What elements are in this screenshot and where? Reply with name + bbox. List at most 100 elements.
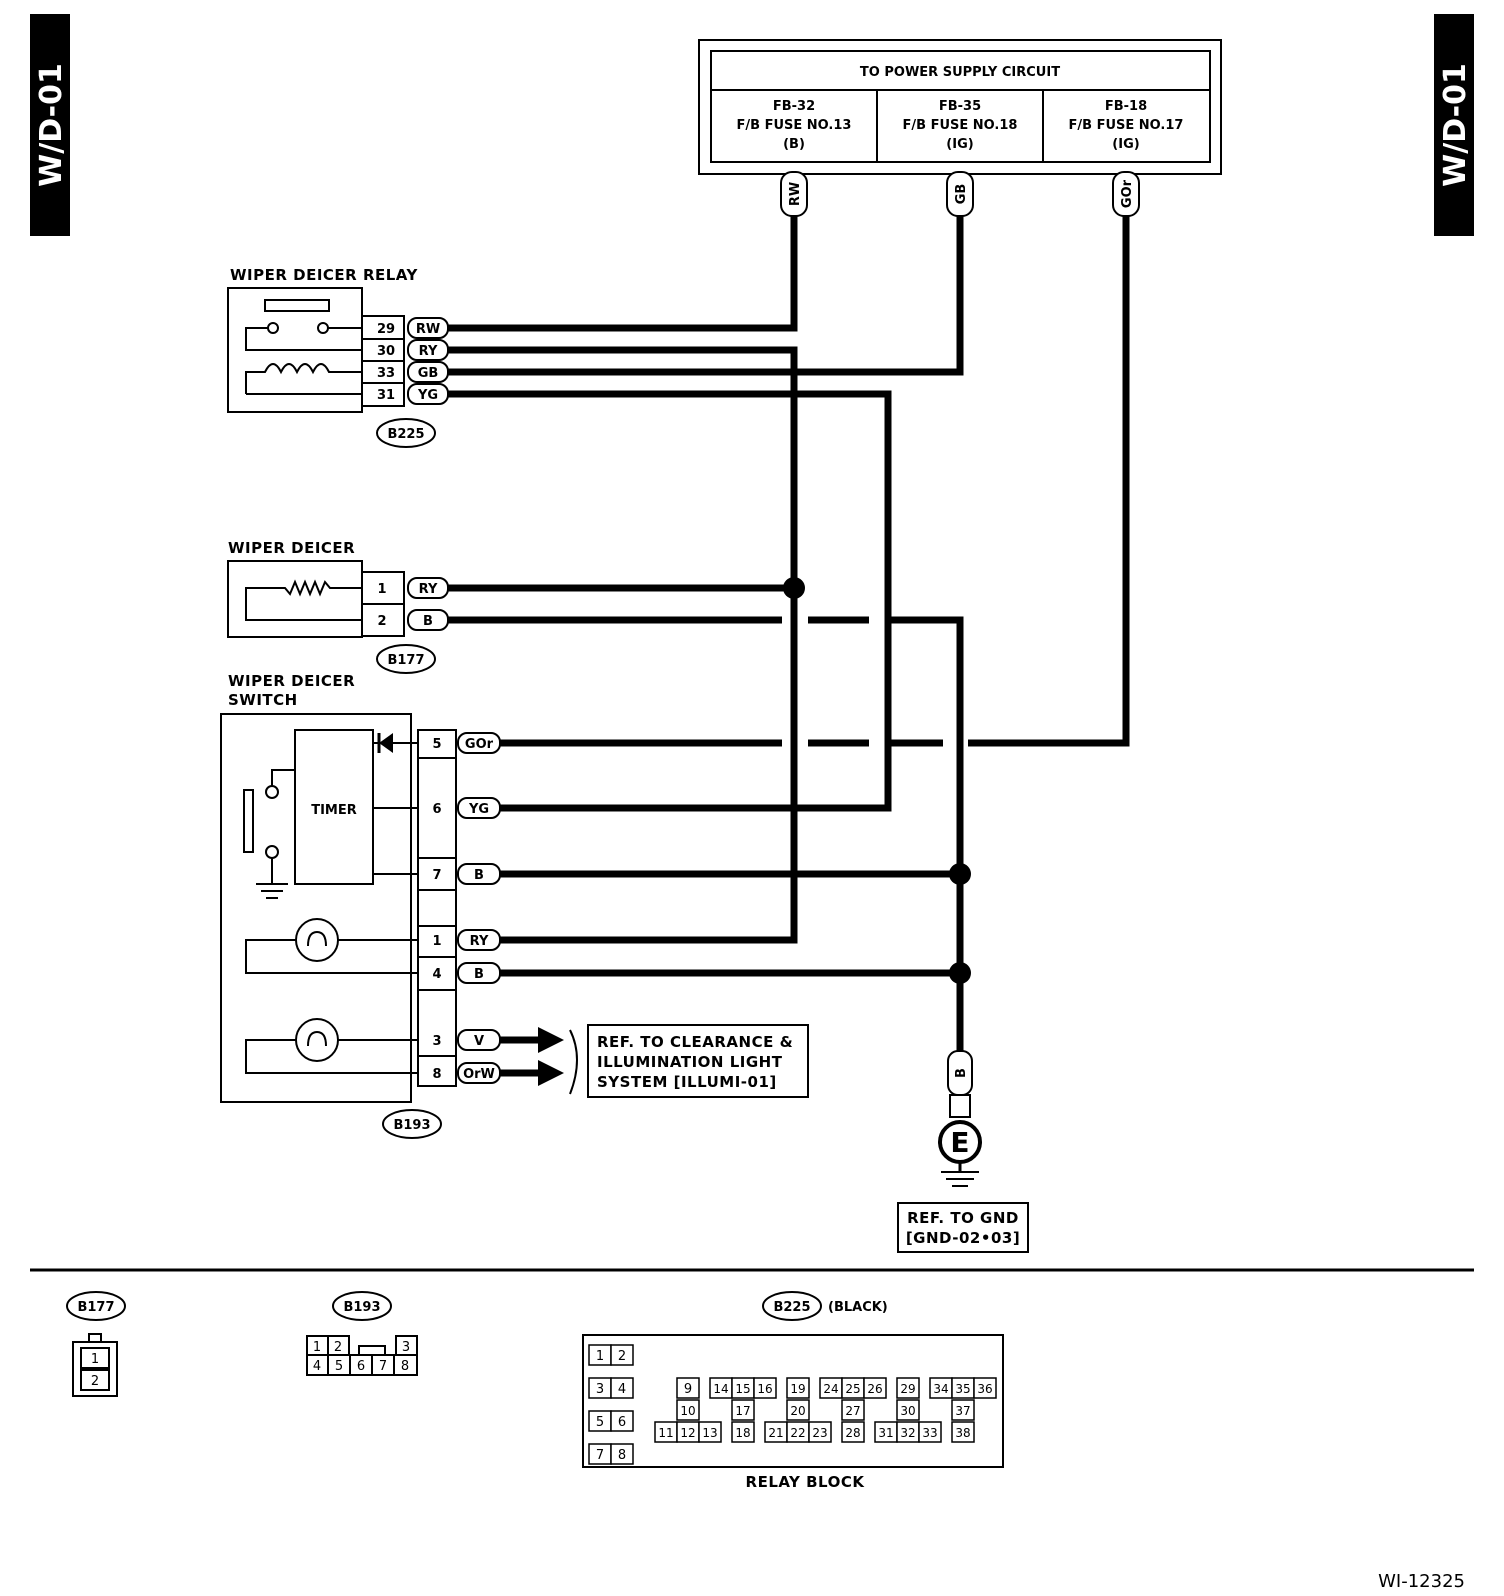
power-title: TO POWER SUPPLY CIRCUIT <box>860 65 1060 80</box>
switch-wire-orw: OrW <box>463 1067 495 1082</box>
b225-pin-cell <box>841 1421 865 1443</box>
relay-wire-rw: RW <box>416 322 440 337</box>
relay-connector-label: B225 <box>387 427 424 442</box>
side-tab-right-text: W/D-01 <box>1438 63 1473 187</box>
b225-pin-cell <box>610 1443 634 1465</box>
relay-pin-30: 30 <box>377 344 395 359</box>
b225-pin-number: 2 <box>618 1349 626 1364</box>
figure-id: WI-12325 <box>1378 1571 1465 1592</box>
ground-ref-line1: REF. TO GND <box>907 1209 1019 1227</box>
b225-pin-number: 34 <box>933 1382 948 1396</box>
deicer-pin-1: 1 <box>377 582 386 597</box>
b225-pin-number: 7 <box>596 1448 604 1463</box>
b225-pin-cell <box>676 1377 700 1399</box>
switch-wire-b7: B <box>474 868 484 883</box>
b225-pin-number: 27 <box>845 1404 860 1418</box>
b225-pin-cell <box>863 1377 887 1399</box>
wire-tag-gb-text: GB <box>954 184 969 205</box>
deicer-title: WIPER DEICER <box>228 539 355 557</box>
power-supply-box: TO POWER SUPPLY CIRCUIT FB-32 F/B FUSE N… <box>698 39 1222 175</box>
side-tab-right: W/D-01 <box>1434 14 1474 236</box>
b225-pin-cell <box>610 1377 634 1399</box>
b225-pin-number: 11 <box>658 1426 673 1440</box>
b225-pin-number: 33 <box>922 1426 937 1440</box>
ground-wire-tag: B <box>954 1068 969 1078</box>
b225-pin-number: 29 <box>900 1382 915 1396</box>
b225-pin-number: 17 <box>735 1404 750 1418</box>
b225-color: (BLACK) <box>828 1300 888 1315</box>
b225-pin-number: 5 <box>596 1415 604 1430</box>
b225-pin-cell <box>951 1421 975 1443</box>
b225-pin-cell <box>786 1377 810 1399</box>
b225-pin-cell <box>610 1344 634 1366</box>
ground-ref-line2: [GND-02•03] <box>906 1229 1020 1247</box>
fuse-3-id: FB-18 <box>1105 99 1147 114</box>
side-tab-left-text: W/D-01 <box>34 63 69 187</box>
switch-pin-4: 4 <box>432 967 441 982</box>
illum-arrows <box>500 1027 578 1095</box>
b225-pin-number: 14 <box>713 1382 728 1396</box>
b225-pin-number: 20 <box>790 1404 805 1418</box>
b225-label: B225 <box>773 1300 810 1315</box>
switch-pins: 5 6 7 1 4 3 8 GOr YG B RY B V OrW B193 <box>382 732 501 1139</box>
relay-wire-yg: YG <box>417 388 438 403</box>
wire-tag-gb-vertical: GB <box>946 171 974 217</box>
fuse-2-id: FB-35 <box>939 99 981 114</box>
b225-pin-cell <box>610 1410 634 1432</box>
illum-reference-box: REF. TO CLEARANCE & ILLUMINATION LIGHT S… <box>587 1024 809 1098</box>
b225-pin-cell <box>918 1421 942 1443</box>
b225-pin-number: 24 <box>823 1382 838 1396</box>
b225-pin-number: 35 <box>955 1382 970 1396</box>
b225-pin-number: 23 <box>812 1426 827 1440</box>
b225-pin-number: 19 <box>790 1382 805 1396</box>
b225-pin-number: 28 <box>845 1426 860 1440</box>
power-wires <box>448 212 1130 747</box>
b225-pin-cell <box>753 1377 777 1399</box>
b193-label: B193 <box>343 1300 380 1315</box>
b225-pin-number: 37 <box>955 1404 970 1418</box>
fuse-3-type: (IG) <box>1112 137 1139 152</box>
b225-pin-number: 25 <box>845 1382 860 1396</box>
switch-wire-gor: GOr <box>465 737 494 752</box>
b225-pin-number: 4 <box>618 1382 626 1397</box>
switch-pin-1: 1 <box>432 934 441 949</box>
deicer-connector-label: B177 <box>387 653 424 668</box>
b193-pin-2: 2 <box>334 1340 342 1355</box>
switch-pin-3: 3 <box>432 1034 441 1049</box>
switch-title-1: WIPER DEICER <box>228 672 355 690</box>
b225-pin-number: 8 <box>618 1448 626 1463</box>
relay-pins: 29 30 33 31 RW RY GB YG B225 <box>376 317 449 448</box>
b225-pin-number: 1 <box>596 1349 604 1364</box>
deicer-pin-2: 2 <box>377 614 386 629</box>
wiper-deicer: WIPER DEICER 1 2 RY B B177 <box>227 539 449 674</box>
ground-symbol: B E <box>938 1050 982 1187</box>
switch-timer-label: TIMER <box>311 803 357 818</box>
b225-pin-number: 30 <box>900 1404 915 1418</box>
b225-pin-cell <box>896 1377 920 1399</box>
fuse-2-name: F/B FUSE NO.18 <box>903 118 1018 133</box>
b193-pin-1: 1 <box>313 1340 321 1355</box>
b225-pin-number: 6 <box>618 1415 626 1430</box>
b225-pin-number: 9 <box>684 1382 692 1397</box>
switch-pin-8: 8 <box>432 1067 441 1082</box>
b225-pin-number: 10 <box>680 1404 695 1418</box>
b225-pin-number: 36 <box>977 1382 992 1396</box>
switch-pin-6: 6 <box>432 802 441 817</box>
illum-ref-line2: ILLUMINATION LIGHT <box>597 1053 783 1071</box>
deicer-switch: WIPER DEICER SWITCH TIMER <box>220 672 457 1103</box>
b225-pin-number: 38 <box>955 1426 970 1440</box>
b225-pin-cell <box>808 1421 832 1443</box>
b225-pin-number: 16 <box>757 1382 772 1396</box>
wire-tag-rw-vertical: RW <box>780 171 808 217</box>
b193-pin-6: 6 <box>357 1359 365 1374</box>
fuse-2-type: (IG) <box>946 137 973 152</box>
wire-tag-gor-vertical: GOr <box>1112 171 1140 217</box>
b193-connector-face: B193 1 2 3 4 5 6 7 8 <box>306 1291 418 1376</box>
b225-pin-number: 15 <box>735 1382 750 1396</box>
ground-symbol-letter: E <box>950 1126 969 1159</box>
b193-pin-3: 3 <box>402 1340 410 1355</box>
b177-connector-face: B177 1 2 <box>66 1291 126 1397</box>
